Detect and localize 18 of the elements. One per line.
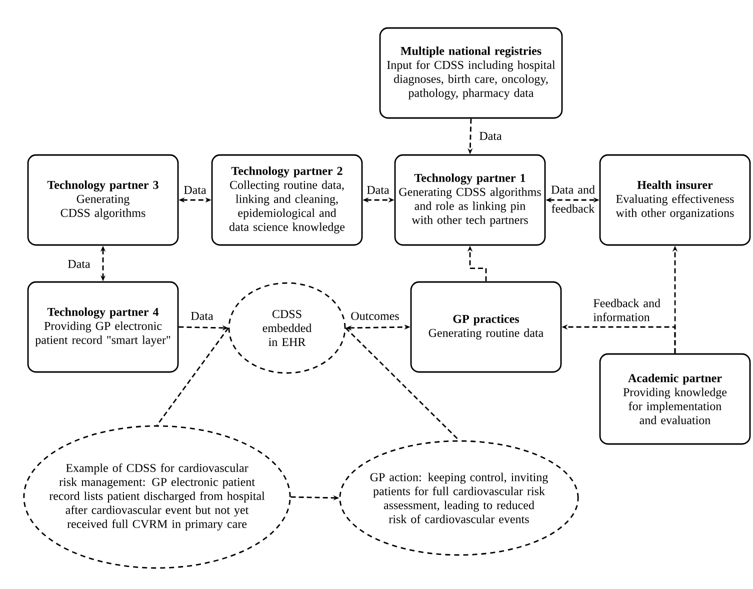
edge-label: Data: [478, 131, 503, 141]
connector-line: [156, 328, 229, 426]
edge-label: Data: [66, 259, 92, 269]
edge-label: Data: [366, 185, 390, 195]
edge-label: Feedback and information: [592, 298, 674, 322]
process-box: Health insurer Evaluating effectiveness with other organizations: [599, 154, 751, 246]
edge-label: Data and feedback: [551, 185, 595, 213]
connector-line: [345, 328, 460, 441]
process-box: Technology partner 4 Providing GP electronic patient record "smart layer": [27, 281, 179, 373]
edge-label: Data: [182, 185, 208, 195]
process-box: Technology partner 3 Generating CDSS algorithms: [27, 154, 179, 246]
process-box: Multiple national registries Input for CDSS including hospital diagnoses, birth care, oncology, pathology, pharmacy data: [379, 27, 563, 119]
process-box: GP practices Generating routine data: [410, 281, 562, 373]
edge-label: Outcomes: [350, 310, 400, 322]
process-box: Technology partner 2 Collecting routine data, linking and cleaning, epidemiological and data science knowledge: [211, 154, 363, 246]
edge-label: Data: [190, 311, 214, 321]
process-box: Academic partner Providing knowledge for implementation and evaluation: [599, 353, 751, 445]
process-box: Technology partner 1 Generating CDSS algorithms and role as linking pin with other tech partners: [394, 154, 546, 246]
